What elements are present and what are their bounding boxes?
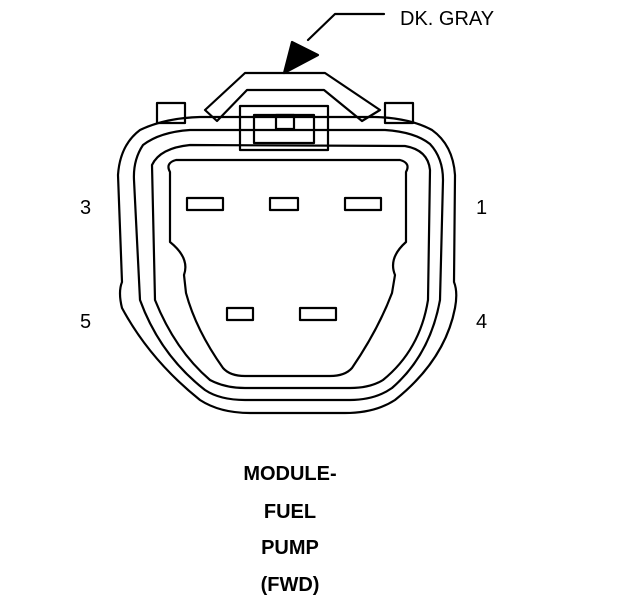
pin-slot-4 bbox=[298, 306, 338, 322]
latch-body bbox=[238, 104, 330, 152]
arrow-head bbox=[282, 40, 320, 75]
pin-slot-1 bbox=[343, 196, 383, 212]
ear-tab-left bbox=[155, 101, 187, 125]
pin-label-3: 3 bbox=[80, 197, 92, 219]
latch-housing bbox=[203, 71, 382, 123]
wire-color-label: DK. GRAY bbox=[400, 8, 495, 30]
leader-line bbox=[306, 12, 386, 42]
title-line-3: PUMP bbox=[261, 537, 319, 559]
pin-slot-2 bbox=[268, 196, 300, 212]
pin-label-1: 1 bbox=[476, 197, 488, 219]
title-line-2: FUEL bbox=[263, 501, 317, 523]
cavity bbox=[167, 158, 409, 378]
pin-label-4: 4 bbox=[476, 311, 488, 333]
outer-shell bbox=[116, 115, 458, 415]
pin-slot-3 bbox=[185, 196, 225, 212]
shell-inner-rim bbox=[150, 143, 432, 390]
pin-label-5: 5 bbox=[80, 311, 92, 333]
shell-rim bbox=[132, 128, 445, 402]
pin-slot-5 bbox=[225, 306, 255, 322]
title-line-1: MODULE- bbox=[243, 463, 337, 485]
ear-tab-right bbox=[383, 101, 415, 125]
title-line-4: (FWD) bbox=[260, 574, 320, 596]
